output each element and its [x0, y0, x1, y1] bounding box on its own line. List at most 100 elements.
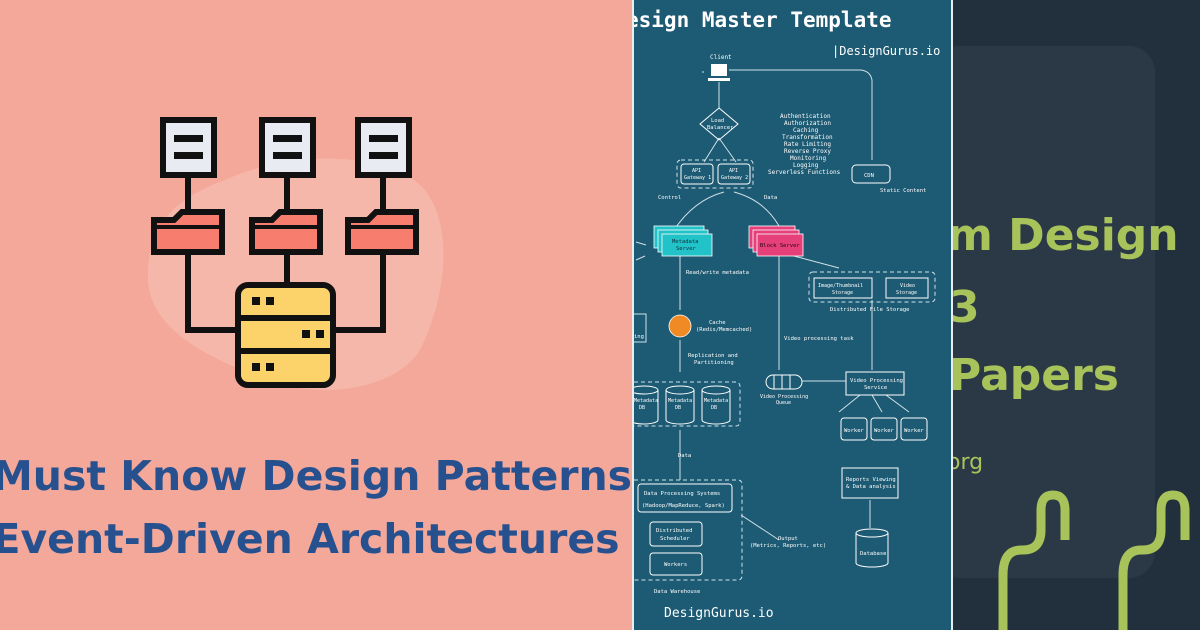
feature-item: Authorization: [784, 120, 831, 127]
queue-label: Video Processing: [760, 394, 808, 400]
folder-icon: [151, 209, 225, 255]
block-server-node: Block Server: [748, 225, 804, 257]
content-card: [953, 46, 1155, 578]
brand-top: |DesignGurus.io: [832, 44, 941, 58]
right-url: org: [953, 450, 984, 475]
api-gateway-2-sub: Gateway 2: [721, 175, 748, 181]
image-storage-sub: Storage: [832, 290, 853, 296]
metadata-db-label: Metadata: [634, 398, 658, 404]
api-gateway-1: [680, 163, 714, 185]
left-panel: Must Know Design Patterns Event-Driven A…: [0, 0, 632, 630]
feature-item: Transformation: [782, 134, 833, 141]
data-flow-label: Data: [678, 453, 691, 459]
dfs-label: Distributed File Storage: [830, 307, 909, 313]
worker-label: Worker: [904, 428, 925, 434]
static-content-label: Static Content: [880, 188, 926, 194]
database-label: Database: [860, 551, 887, 557]
api-gateway-2-label: API: [729, 168, 738, 174]
client-icon: [708, 64, 730, 81]
scheduler-label: Distributed: [656, 528, 692, 534]
metadata-db-sub: DB: [675, 405, 681, 411]
video-task-label: Video processing task: [784, 336, 854, 342]
worker-label: Worker: [874, 428, 895, 434]
diagram-heading: esign Master Template: [632, 8, 892, 32]
title-line-2: Event-Driven Architectures: [0, 515, 620, 563]
cache-sub: (Redis/Memcached): [696, 327, 752, 333]
data-label: Data: [764, 195, 777, 201]
right-panel: m Design 3 Papers org: [953, 0, 1200, 630]
metadata-db: Metadata DB: [665, 385, 695, 425]
right-title-line-2: 3: [953, 282, 980, 333]
database-node: Database: [855, 528, 889, 568]
data-processing-systems: [637, 483, 733, 513]
metadata-server-node: Metadata Server: [653, 225, 713, 257]
right-title-line-3: Papers: [953, 350, 1119, 401]
feature-item: Rate Limiting: [784, 141, 831, 148]
feature-item: Caching: [793, 127, 819, 134]
control-label: Control: [658, 195, 681, 201]
folder-icon: [345, 209, 419, 255]
metadata-db: Metadata DB: [634, 385, 659, 425]
api-gateway-2: [717, 163, 751, 185]
metadata-db: Metadata DB: [701, 385, 731, 425]
rw-metadata-label: Read/write metadata: [686, 270, 749, 276]
partial-box: [634, 313, 647, 343]
metadata-db-label: Metadata: [668, 398, 692, 404]
cache-label: Cache: [709, 320, 726, 326]
server-architecture-illustration: [147, 117, 444, 390]
right-title-line-1: m Design: [953, 210, 1179, 261]
workers-label: Workers: [664, 562, 687, 568]
video-storage-sub: Storage: [896, 290, 917, 296]
distributed-scheduler: [649, 521, 703, 547]
system-design-diagram: Client Load Balancer Authentication Auth…: [634, 54, 936, 595]
output-sub: (Metrics, Reports, etc): [750, 543, 826, 549]
feature-item: Reverse Proxy: [784, 148, 831, 155]
dps-label: Data Processing Systems: [644, 491, 720, 497]
queue-sub: Queue: [776, 400, 791, 406]
metadata-db-label: Metadata: [704, 398, 728, 404]
metadata-server-sub: Server: [676, 246, 697, 252]
image-storage-node: [813, 277, 873, 299]
load-balancer-node: [699, 107, 739, 141]
feature-item: Serverless Functions: [768, 169, 841, 176]
cdn-node: [851, 164, 891, 184]
monitor-icon: [160, 117, 217, 178]
api-gateway-1-sub: Gateway 1: [684, 175, 711, 181]
feature-item: Monitoring: [790, 155, 827, 162]
reports-node: [841, 467, 899, 499]
dps-sub: (Hadoop/MapReduce, Spark): [642, 503, 725, 509]
video-processing-queue: [765, 374, 803, 390]
gateway-features-list: Authentication Authorization Caching Tra…: [768, 113, 841, 176]
title-line-1: Must Know Design Patterns: [0, 452, 632, 500]
worker-node: [900, 417, 928, 441]
api-gateway-1-label: API: [692, 168, 701, 174]
worker-node: [840, 417, 868, 441]
video-storage-label: Video: [900, 283, 915, 289]
reports-label: Reports Viewing: [846, 477, 896, 483]
load-balancer-label-1: Load: [711, 118, 724, 124]
monitor-icon: [259, 117, 316, 178]
workers-node: [649, 552, 703, 576]
middle-panel: esign Master Template |DesignGurus.io: [632, 0, 953, 630]
feature-item: Logging: [793, 162, 819, 169]
metadata-db-sub: DB: [711, 405, 717, 411]
brand-bottom: DesignGurus.io: [664, 606, 774, 621]
cdn-label: CDN: [864, 173, 874, 179]
block-server-label: Block Server: [760, 243, 800, 249]
warehouse-label: Data Warehouse: [654, 589, 700, 595]
metadata-server-label: Metadata: [672, 239, 699, 245]
load-balancer-label-2: Balancer: [707, 125, 734, 131]
video-processing-service: [845, 371, 905, 396]
decorative-curl-icon: [998, 490, 1190, 630]
worker-label: Worker: [844, 428, 865, 434]
client-label: Client: [710, 54, 732, 61]
worker-node: [870, 417, 898, 441]
metadata-db-sub: DB: [639, 405, 645, 411]
cache-icon: [668, 314, 692, 338]
vps-sub: Service: [864, 385, 887, 391]
image-storage-label: Image/Thumbnail: [818, 283, 863, 289]
scheduler-sub: Scheduler: [660, 536, 690, 542]
partial-ing-label: ing: [634, 334, 644, 340]
folder-icon: [249, 209, 323, 255]
monitor-icon: [355, 117, 412, 178]
